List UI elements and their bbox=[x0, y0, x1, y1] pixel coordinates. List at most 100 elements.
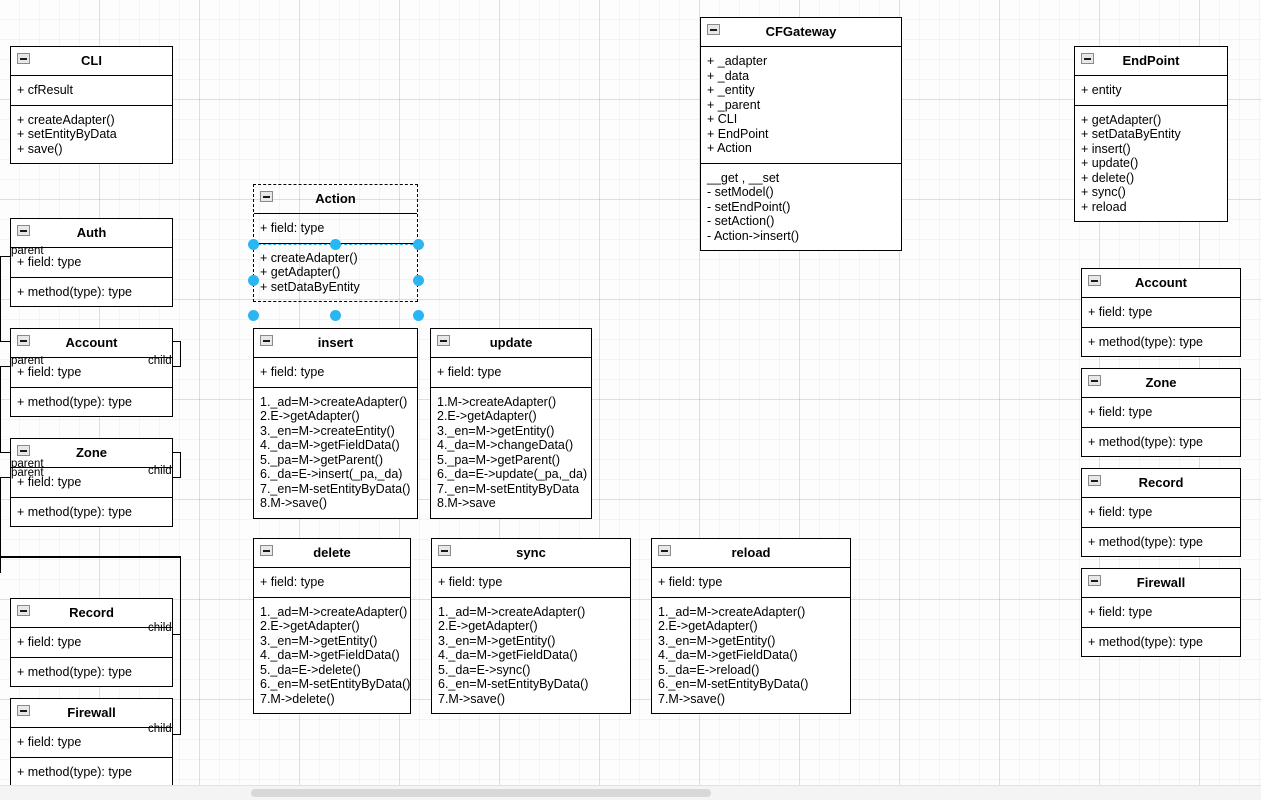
uml-operations-reload[interactable]: 1._ad=M->createAdapter()2.E->getAdapter(… bbox=[652, 597, 850, 713]
uml-operations-account-left[interactable]: + method(type): type bbox=[11, 387, 172, 416]
connector-zone-firewall-h4[interactable] bbox=[168, 734, 181, 735]
selection-handle-nw[interactable] bbox=[247, 238, 259, 250]
collapse-minus-icon[interactable] bbox=[17, 705, 30, 716]
uml-attributes-account-right[interactable]: + field: type bbox=[1082, 298, 1240, 328]
connector-account-zone-h3[interactable] bbox=[168, 477, 181, 478]
selection-handle-sw[interactable] bbox=[247, 309, 259, 321]
uml-class-account-left[interactable]: Account + field: type+ method(type): type bbox=[10, 328, 173, 417]
uml-operation-row: - setModel() bbox=[707, 185, 774, 199]
collapse-minus-icon[interactable] bbox=[17, 445, 30, 456]
uml-operations-firewall-right[interactable]: + method(type): type bbox=[1082, 627, 1240, 656]
selection-handle-w[interactable] bbox=[247, 274, 259, 286]
uml-class-zone-right[interactable]: Zone+ field: type+ method(type): type bbox=[1081, 368, 1241, 457]
uml-operations-record-left[interactable]: + method(type): type bbox=[11, 657, 172, 686]
uml-attributes-delete[interactable]: + field: type bbox=[254, 568, 410, 598]
uml-attributes-cfgateway[interactable]: + _adapter+ _data+ _entity+ _parent+ CLI… bbox=[701, 47, 901, 164]
collapse-minus-icon[interactable] bbox=[260, 545, 273, 556]
uml-attributes-record-right[interactable]: + field: type bbox=[1082, 498, 1240, 528]
uml-attributes-sync[interactable]: + field: type bbox=[432, 568, 630, 598]
uml-class-record-right[interactable]: Record+ field: type+ method(type): type bbox=[1081, 468, 1241, 557]
collapse-minus-icon[interactable] bbox=[438, 545, 451, 556]
uml-class-cfgateway[interactable]: CFGateway+ _adapter+ _data+ _entity+ _pa… bbox=[700, 17, 902, 251]
uml-operations-auth[interactable]: + method(type): type bbox=[11, 277, 172, 306]
uml-attribute-row: + _parent bbox=[707, 97, 761, 112]
uml-operations-cfgateway[interactable]: __get , __set- setModel()- setEndPoint()… bbox=[701, 163, 901, 250]
uml-attributes-record-left[interactable]: + field: type bbox=[11, 628, 172, 658]
horizontal-scrollbar-thumb[interactable] bbox=[251, 789, 711, 797]
connector-auth-account-v1[interactable] bbox=[0, 256, 1, 341]
uml-operations-account-right[interactable]: + method(type): type bbox=[1082, 327, 1240, 356]
uml-operations-sync[interactable]: 1._ad=M->createAdapter()2.E->getAdapter(… bbox=[432, 597, 630, 713]
collapse-minus-icon[interactable] bbox=[260, 191, 273, 202]
collapse-minus-icon[interactable] bbox=[17, 53, 30, 64]
selection-handle-se[interactable] bbox=[412, 309, 424, 321]
uml-operations-firewall-left[interactable]: + method(type): type bbox=[11, 757, 172, 786]
uml-attributes-update[interactable]: + field: type bbox=[431, 358, 591, 388]
uml-operations-endpoint[interactable]: + getAdapter()+ setDataByEntity+ insert(… bbox=[1075, 105, 1227, 221]
uml-class-account-right[interactable]: Account+ field: type+ method(type): type bbox=[1081, 268, 1241, 357]
uml-attributes-auth[interactable]: + field: type bbox=[11, 248, 172, 278]
collapse-minus-icon[interactable] bbox=[1088, 375, 1101, 386]
collapse-minus-icon[interactable] bbox=[17, 335, 30, 346]
selection-handle-e[interactable] bbox=[412, 274, 424, 286]
collapse-minus-icon[interactable] bbox=[1088, 275, 1101, 286]
collapse-minus-icon[interactable] bbox=[1088, 575, 1101, 586]
connector-account-zone-h1[interactable] bbox=[0, 366, 12, 367]
uml-class-firewall-right[interactable]: Firewall+ field: type+ method(type): typ… bbox=[1081, 568, 1241, 657]
connector-zone-record-h3[interactable] bbox=[168, 634, 181, 635]
uml-operations-delete[interactable]: 1._ad=M->createAdapter()2.E->getAdapter(… bbox=[254, 597, 410, 713]
uml-operations-insert[interactable]: 1._ad=M->createAdapter()2.E->getAdapter(… bbox=[254, 387, 417, 518]
uml-operations-zone-right[interactable]: + method(type): type bbox=[1082, 427, 1240, 456]
uml-class-auth[interactable]: Auth+ field: type+ method(type): type bbox=[10, 218, 173, 307]
uml-class-cli[interactable]: CLI+ cfResult+ createAdapter()+ setEntit… bbox=[10, 46, 173, 164]
uml-operations-zone-left[interactable]: + method(type): type bbox=[11, 497, 172, 526]
uml-attributes-reload[interactable]: + field: type bbox=[652, 568, 850, 598]
collapse-minus-icon[interactable] bbox=[707, 24, 720, 35]
uml-class-firewall-left[interactable]: Firewall+ field: type+ method(type): typ… bbox=[10, 698, 173, 787]
uml-operations-action[interactable]: + createAdapter()+ getAdapter()+ setData… bbox=[254, 244, 417, 302]
uml-class-name: Account bbox=[65, 335, 118, 350]
uml-class-record-left[interactable]: Record+ field: type+ method(type): type bbox=[10, 598, 173, 687]
uml-operations-cli[interactable]: + createAdapter()+ setEntityByData+ save… bbox=[11, 105, 172, 163]
collapse-minus-icon[interactable] bbox=[1088, 475, 1101, 486]
connector-zone-record-h1[interactable] bbox=[0, 477, 12, 478]
uml-class-endpoint[interactable]: EndPoint+ entity+ getAdapter()+ setDataB… bbox=[1074, 46, 1228, 222]
selection-handle-n[interactable] bbox=[330, 238, 341, 250]
connector-zone-record-v2[interactable] bbox=[180, 556, 181, 634]
collapse-minus-icon[interactable] bbox=[260, 335, 273, 346]
horizontal-scrollbar-track[interactable] bbox=[0, 785, 1261, 800]
uml-attributes-account-left[interactable]: + field: type bbox=[11, 358, 172, 388]
connector-account-zone-v2[interactable] bbox=[180, 452, 181, 477]
connector-zone-record-h2[interactable] bbox=[0, 556, 180, 558]
collapse-minus-icon[interactable] bbox=[1081, 53, 1094, 64]
uml-attribute-row: + field: type bbox=[1088, 305, 1153, 319]
uml-attributes-zone-right[interactable]: + field: type bbox=[1082, 398, 1240, 428]
connector-auth-account-h1[interactable] bbox=[0, 256, 12, 257]
selection-handle-s[interactable] bbox=[330, 309, 341, 321]
uml-attributes-zone-left[interactable]: + field: type bbox=[11, 468, 172, 498]
collapse-minus-icon[interactable] bbox=[17, 605, 30, 616]
uml-operations-update[interactable]: 1.M->createAdapter()2.E->getAdapter()3._… bbox=[431, 387, 591, 518]
collapse-minus-icon[interactable] bbox=[17, 225, 30, 236]
uml-operations-record-right[interactable]: + method(type): type bbox=[1082, 527, 1240, 556]
connector-auth-account-v2[interactable] bbox=[180, 341, 181, 366]
uml-attributes-firewall-right[interactable]: + field: type bbox=[1082, 598, 1240, 628]
uml-attributes-cli[interactable]: + cfResult bbox=[11, 76, 172, 106]
selection-handle-ne[interactable] bbox=[412, 238, 424, 250]
uml-attributes-firewall-left[interactable]: + field: type bbox=[11, 728, 172, 758]
connector-auth-account-h3[interactable] bbox=[168, 366, 181, 367]
uml-class-zone-left[interactable]: Zone+ field: type+ method(type): type bbox=[10, 438, 173, 527]
uml-attributes-endpoint[interactable]: + entity bbox=[1075, 76, 1227, 106]
connector-zone-firewall-v3[interactable] bbox=[180, 634, 181, 734]
connector-zone-record-v1[interactable] bbox=[0, 477, 1, 573]
collapse-minus-icon[interactable] bbox=[437, 335, 450, 346]
connector-account-zone-v1[interactable] bbox=[0, 366, 1, 452]
uml-attributes-insert[interactable]: + field: type bbox=[254, 358, 417, 388]
collapse-minus-icon[interactable] bbox=[658, 545, 671, 556]
